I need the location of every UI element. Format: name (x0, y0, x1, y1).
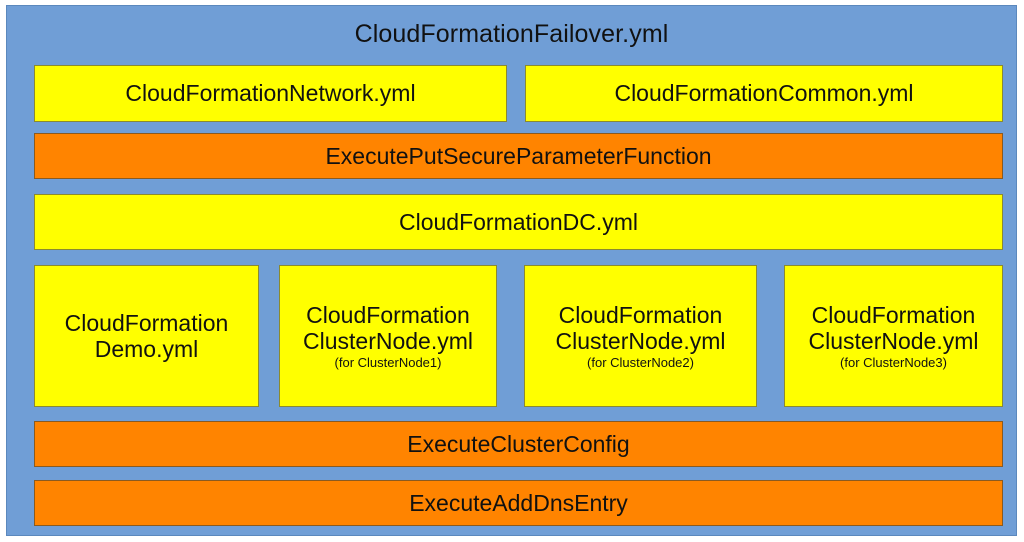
node-cloudformation-dc[interactable]: CloudFormationDC.yml (34, 194, 1003, 250)
node-cloudformation-network[interactable]: CloudFormationNetwork.yml (34, 65, 507, 122)
node-cloudformation-clusternode-1[interactable]: CloudFormation ClusterNode.yml (for Clus… (279, 265, 497, 407)
node-label: CloudFormation Demo.yml (64, 310, 229, 362)
node-sublabel: (for ClusterNode3) (840, 355, 947, 370)
node-label: CloudFormation ClusterNode.yml (808, 302, 979, 354)
node-cloudformation-common[interactable]: CloudFormationCommon.yml (525, 65, 1003, 122)
node-execute-cluster-config[interactable]: ExecuteClusterConfig (34, 421, 1003, 467)
node-label: CloudFormation ClusterNode.yml (555, 302, 726, 354)
node-label: CloudFormationCommon.yml (614, 80, 914, 106)
node-label: CloudFormation ClusterNode.yml (303, 302, 473, 354)
node-sublabel: (for ClusterNode1) (334, 355, 442, 370)
page-title: CloudFormationFailover.yml (354, 20, 669, 48)
node-cloudformation-demo[interactable]: CloudFormation Demo.yml (34, 265, 259, 407)
node-label: ExecutePutSecureParameterFunction (325, 142, 712, 169)
node-execute-put-secure-parameter-function[interactable]: ExecutePutSecureParameterFunction (34, 133, 1003, 179)
node-cloudformation-clusternode-2[interactable]: CloudFormation ClusterNode.yml (for Clus… (524, 265, 757, 407)
node-label: CloudFormationNetwork.yml (125, 80, 416, 106)
node-label: ExecuteClusterConfig (407, 430, 630, 457)
cloudformation-failover-container: CloudFormationFailover.yml CloudFormatio… (6, 5, 1017, 536)
node-execute-add-dns-entry[interactable]: ExecuteAddDnsEntry (34, 480, 1003, 526)
node-label: CloudFormationDC.yml (398, 208, 638, 235)
node-label: ExecuteAddDnsEntry (409, 489, 628, 516)
node-cloudformation-clusternode-3[interactable]: CloudFormation ClusterNode.yml (for Clus… (784, 265, 1003, 407)
node-sublabel: (for ClusterNode2) (587, 355, 694, 370)
